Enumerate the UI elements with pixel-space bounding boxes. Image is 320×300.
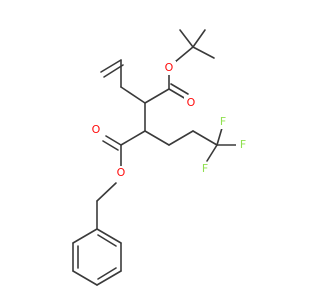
- bond-allyl-2: [120, 86, 146, 104]
- bond-chain-2: [168, 130, 194, 146]
- bond-tbu-methyl-2: [192, 29, 206, 48]
- atom-labels-layer: O O O O F F F: [89, 61, 250, 180]
- oxygen-label: O: [92, 123, 101, 136]
- bond-cf-top: [216, 127, 223, 146]
- bond-vinyl-double-b: [103, 64, 124, 78]
- atom-o-carbonyl-bn: O: [89, 123, 103, 137]
- bond-ring-3: [96, 270, 122, 286]
- bond-ca-carbonyl: [144, 88, 170, 104]
- atom-o-carbonyl-tbu: O: [184, 96, 198, 110]
- bond-cf-left: [206, 144, 218, 162]
- fluorine-label: F: [220, 115, 226, 128]
- bond-cb-carbonyl: [120, 130, 146, 146]
- chemical-structure-diagram: O O O O F F F: [72, 29, 250, 286]
- structure-canvas: O O O O F F F: [72, 29, 250, 286]
- bond-ring-inner-2: [97, 267, 117, 280]
- bond-vinyl-double-a: [100, 59, 122, 73]
- oxygen-label: O: [117, 166, 126, 179]
- atom-o-ether-bn: O: [114, 166, 128, 180]
- bond-ring-6: [72, 228, 98, 244]
- bond-ring-4: [72, 270, 98, 286]
- bond-ring-inner-1: [97, 234, 117, 247]
- bond-carbonyl-o-double-b: [170, 83, 189, 95]
- bond-ether-o-tbu: [174, 46, 194, 63]
- fluorine-label: F: [202, 162, 208, 175]
- bond-cb-chain-1: [144, 130, 170, 146]
- bond-chain-3: [192, 130, 218, 146]
- bonds-layer: [72, 29, 237, 286]
- atom-o-ether-tbu: O: [162, 61, 176, 75]
- bond-tbu-methyl-1: [179, 29, 194, 48]
- bond-carbonyl2-o-double-a: [105, 135, 122, 146]
- bond-tbu-methyl-3: [192, 46, 215, 59]
- bond-ring-1: [96, 228, 122, 244]
- atom-f-left: F: [198, 162, 212, 176]
- fluorine-label: F: [240, 138, 246, 151]
- bond-carbonyl2-o-double-b: [102, 140, 119, 151]
- bond-carbonyl-o-double-a: [168, 88, 187, 100]
- oxygen-label: O: [165, 61, 174, 74]
- bond-ether-o-ch2: [96, 182, 117, 202]
- atom-f-bottom: F: [236, 138, 250, 152]
- atom-f-top: F: [216, 115, 230, 129]
- oxygen-label: O: [187, 96, 196, 109]
